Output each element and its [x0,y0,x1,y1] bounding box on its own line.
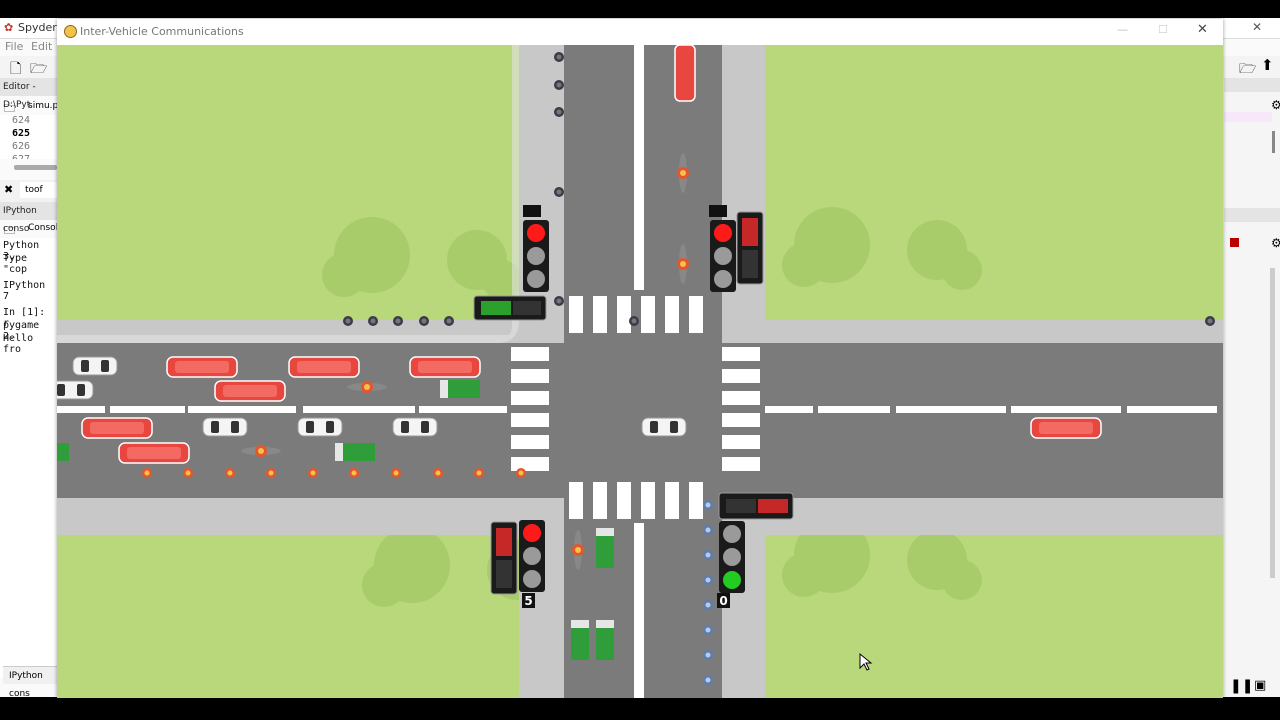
screen-icon[interactable]: ▣ [1254,678,1267,693]
car-red [288,356,360,378]
crosswalk-east [722,347,760,471]
stop-icon[interactable] [1230,238,1239,247]
traffic-light-south-west [490,520,545,595]
console-line: In [1]: r [3,307,46,329]
bottom-console-tab[interactable]: IPython cons [3,666,57,699]
sim-window-title: Inter-Vehicle Communications [80,25,244,38]
car-red [409,356,481,378]
truck-green [596,528,614,568]
minimize-button[interactable]: — [1117,23,1128,36]
crosswalk-west [511,347,549,471]
line-number: 624 [12,115,31,126]
car-white [641,417,687,437]
crosswalk-north [569,296,703,333]
maximize-button[interactable]: ☐ [1158,23,1168,36]
car-red [81,417,153,439]
menu-edit[interactable]: Edit [31,40,53,53]
open-folder-icon-right[interactable]: 🗁 [1239,61,1257,77]
console-header: IPython conso [0,202,57,234]
spyder-close-button[interactable]: ✕ [1252,20,1263,34]
spyder-title: Spyder ( [18,21,65,34]
car-white [297,417,343,437]
truck-green [596,620,614,660]
intersection-scene: 5 0 [57,45,1223,698]
car-white [202,417,248,437]
sim-title-bar: Inter-Vehicle Communications — ☐ ✕ [57,19,1223,45]
pause-icon[interactable]: ❚❚ [1230,678,1254,694]
find-input[interactable]: toof [20,182,57,198]
new-file-icon[interactable]: 🗋 [10,61,22,77]
lane-marking [634,45,644,290]
road-horizontal [57,343,1223,498]
car-white [72,356,118,376]
python-app-icon [64,25,77,38]
signal-counter-south-east: 0 [719,594,727,608]
editor-scrollbar[interactable] [14,165,57,170]
car-red [1030,417,1102,439]
gear-icon[interactable]: ⚙ [1271,98,1280,112]
lane-markings-west [57,406,507,413]
line-number-current: 625 [12,128,31,139]
folder-icon: 🗀 [4,102,15,115]
truck-green [571,620,589,660]
crosswalk-south [569,482,703,519]
traffic-light-north-east [709,205,764,292]
lane-marking [634,523,644,698]
console-line: pygame 2. [3,320,40,342]
truck-green [440,380,480,398]
arrow-up-icon[interactable]: ⬆ [1261,56,1274,74]
car-red [166,356,238,378]
open-folder-icon[interactable]: 🗁 [30,61,48,77]
spyder-logo-icon: ✿ [4,21,14,34]
console-line: Python 3. [3,240,40,262]
close-find-icon[interactable]: ✖ [4,183,14,196]
car-white [57,380,94,400]
car-white [392,417,438,437]
editor-header: Editor - D:\Pyt [0,78,57,110]
console-line: Type "cop [3,253,28,275]
truck-green [57,443,69,461]
console-output: Python 3. Type "cop IPython 7 In [1]: r … [0,238,57,678]
car-red [674,45,696,102]
console-line: IPython 7 [3,280,46,302]
simulation-window: Inter-Vehicle Communications — ☐ ✕ [57,19,1223,698]
line-number: 627 [12,154,30,159]
gear-icon[interactable]: ⚙ [1271,236,1280,250]
editor-file-tab[interactable]: simu.py [28,101,64,111]
mouse-cursor-icon [859,652,873,671]
line-number: 626 [12,141,31,152]
close-button[interactable]: ✕ [1197,22,1208,37]
traffic-light-south-east [718,492,794,593]
car-red [118,442,190,464]
menu-file[interactable]: File [5,40,24,53]
right-panels: ⚙ ⚙ ❚❚ ▣ [1224,78,1280,697]
lane-markings-east [765,406,1217,413]
console-line: Hello fro [3,333,34,355]
signal-counter-south-west: 5 [524,594,532,608]
console-tab[interactable]: Console [28,223,64,233]
traffic-light-north-west [473,205,549,321]
truck-green [335,443,375,461]
car-red [214,380,286,402]
folder-icon: 🗀 [4,224,15,237]
